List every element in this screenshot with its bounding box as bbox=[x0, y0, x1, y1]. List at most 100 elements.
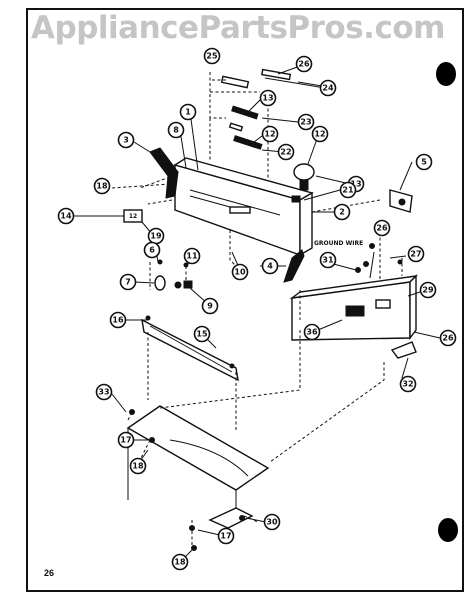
callout-36: 36 bbox=[303, 323, 321, 341]
callout-label: 12 bbox=[264, 130, 275, 139]
callout-label: 16 bbox=[112, 316, 124, 325]
callout-label: 10 bbox=[234, 268, 246, 277]
callout-label: 26 bbox=[442, 334, 454, 343]
callout-3: 3 bbox=[117, 131, 135, 149]
switch-bracket bbox=[389, 189, 413, 213]
callout-label: 15 bbox=[196, 330, 208, 339]
callout-2: 2 bbox=[333, 203, 351, 221]
callout-label: 1 bbox=[185, 108, 191, 117]
callout-label: 27 bbox=[410, 250, 421, 259]
callout-4: 4 bbox=[261, 257, 279, 275]
watermark: AppliancePartsPros.com bbox=[31, 10, 445, 46]
callout-23: 24 bbox=[319, 79, 337, 97]
callout-7: 7 bbox=[119, 273, 137, 291]
callout-label: 13 bbox=[350, 180, 361, 189]
ground-screw bbox=[355, 243, 403, 273]
mounting-screws bbox=[129, 315, 245, 551]
callout-10: 10 bbox=[231, 263, 249, 281]
knob-assembly bbox=[154, 259, 193, 291]
callout-label: 9 bbox=[207, 302, 213, 311]
callout-label: 7 bbox=[125, 278, 131, 287]
callout-label: 29 bbox=[422, 286, 434, 295]
callout-label: 18 bbox=[132, 462, 144, 471]
callout-label: 30 bbox=[266, 518, 278, 527]
callout-14: 14 bbox=[57, 207, 75, 225]
callout-label: 14 bbox=[60, 212, 72, 221]
callout-21: 22 bbox=[277, 143, 295, 161]
side-rail bbox=[141, 318, 239, 382]
callout-label: 36 bbox=[306, 328, 318, 337]
control-panel bbox=[173, 157, 314, 257]
callout-label: 19 bbox=[150, 232, 162, 241]
callout-18-mid: 18 bbox=[129, 457, 147, 475]
callout-label: 33 bbox=[98, 388, 109, 397]
callout-1: 1 bbox=[179, 103, 197, 121]
callout-25-right: 26 bbox=[439, 329, 457, 347]
callout-20: 21 bbox=[339, 181, 357, 199]
callout-label: 26 bbox=[376, 224, 388, 233]
page-number: 26 bbox=[44, 568, 55, 578]
callout-label: 6 bbox=[149, 246, 155, 255]
callout-markers: 25 26 24 13 1 23 8 12 12 3 22 5 13 18 21… bbox=[57, 47, 457, 571]
callout-6: 6 bbox=[143, 241, 161, 259]
callout-label: 12 bbox=[314, 130, 325, 139]
range-top bbox=[126, 405, 270, 529]
top-rails bbox=[220, 68, 326, 89]
callout-29: 29 bbox=[419, 281, 437, 299]
callout-label: 4 bbox=[267, 262, 273, 271]
callout-label: 17 bbox=[120, 436, 131, 445]
callout-24: 25 bbox=[203, 47, 221, 65]
callout-11: 11 bbox=[183, 247, 201, 265]
callout-label: 26 bbox=[298, 60, 310, 69]
svg-text:12: 12 bbox=[129, 213, 137, 220]
callout-25: 26 bbox=[295, 55, 313, 73]
callout-27: 27 bbox=[407, 245, 425, 263]
callout-9: 9 bbox=[201, 297, 219, 315]
callout-17-upper: 17 bbox=[117, 431, 135, 449]
callout-label: 31 bbox=[322, 256, 334, 265]
callout-17-lower: 17 bbox=[217, 527, 235, 545]
callout-18-top: 18 bbox=[93, 177, 111, 195]
callout-label: 24 bbox=[322, 84, 334, 93]
callout-6-right: 5 bbox=[415, 153, 433, 171]
callout-label: 11 bbox=[186, 252, 198, 261]
callout-label: 32 bbox=[402, 380, 413, 389]
rear-panel bbox=[289, 274, 418, 359]
left-end-cap bbox=[149, 147, 179, 199]
callout-12-b: 12 bbox=[311, 125, 329, 143]
callout-30: 30 bbox=[263, 513, 281, 531]
callout-label: 18 bbox=[96, 182, 108, 191]
callout-12-a: 12 bbox=[261, 125, 279, 143]
callout-label: 13 bbox=[262, 94, 273, 103]
callout-33: 33 bbox=[95, 383, 113, 401]
callout-22: 23 bbox=[297, 113, 315, 131]
callout-label: 21 bbox=[342, 186, 354, 195]
callout-19: 19 bbox=[147, 227, 165, 245]
callout-label: 18 bbox=[174, 558, 186, 567]
callout-32: 32 bbox=[399, 375, 417, 393]
callout-13-top: 13 bbox=[259, 89, 277, 107]
callout-label: 3 bbox=[123, 136, 129, 145]
callout-26: 26 bbox=[373, 219, 391, 237]
ground-wire-label: GROUND WIRE bbox=[314, 240, 363, 247]
callout-15: 15 bbox=[193, 325, 211, 343]
callout-label: 5 bbox=[421, 158, 427, 167]
timer-switch bbox=[291, 163, 315, 203]
heating-element-clips bbox=[228, 105, 263, 150]
diagram-border bbox=[26, 8, 464, 592]
callout-label: 25 bbox=[206, 52, 218, 61]
callout-label: 17 bbox=[220, 532, 231, 541]
callout-label: 2 bbox=[339, 208, 345, 217]
callout-8: 8 bbox=[167, 121, 185, 139]
callout-31: 31 bbox=[319, 251, 337, 269]
callout-16: 16 bbox=[109, 311, 127, 329]
callout-label: 23 bbox=[300, 118, 311, 127]
callout-label: 8 bbox=[173, 126, 179, 135]
binder-hole-bottom bbox=[438, 518, 458, 542]
binder-hole-top bbox=[436, 62, 456, 86]
callout-18-bottom: 18 bbox=[171, 553, 189, 571]
callout-label: 22 bbox=[280, 148, 291, 157]
right-end-cap bbox=[283, 249, 305, 283]
